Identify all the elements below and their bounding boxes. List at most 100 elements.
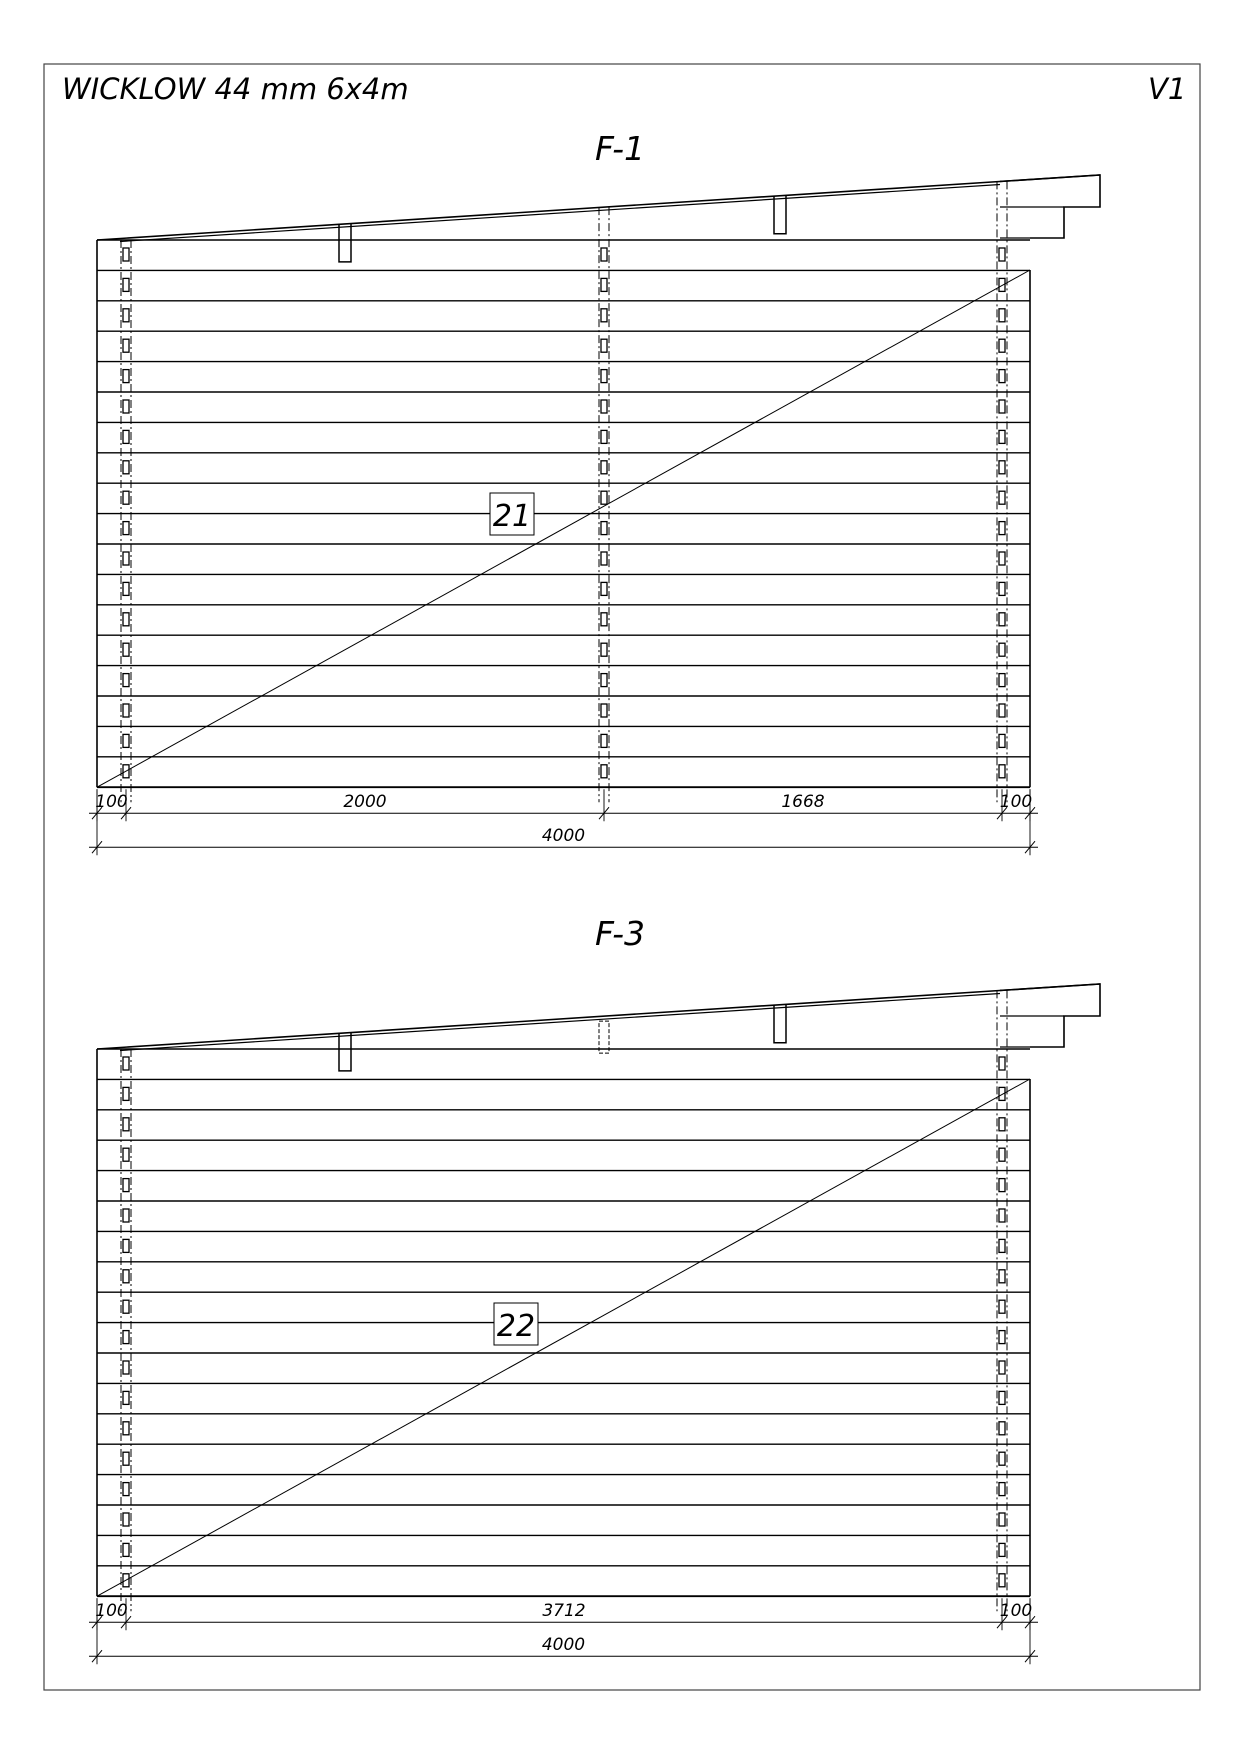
post-bracket: [998, 672, 1006, 688]
post-bracket: [998, 612, 1006, 627]
post-bracket: [600, 733, 608, 749]
post-bracket: [998, 308, 1006, 323]
post-bracket: [998, 247, 1006, 262]
post-bracket: [998, 581, 1006, 597]
post-bracket: [998, 1390, 1006, 1406]
post-bracket: [998, 1573, 1006, 1588]
dimension-total: 4000: [542, 826, 585, 846]
dimension-tick: [91, 1649, 103, 1663]
dimension-value: 100: [95, 792, 127, 812]
post-bracket: [998, 1208, 1006, 1223]
post-stub: [598, 1020, 610, 1054]
post-bracket: [600, 703, 608, 718]
sheet-title: WICKLOW 44 mm 6x4m: [62, 72, 409, 106]
elevation-heading: F-3: [595, 914, 645, 953]
post-bracket: [122, 1421, 130, 1436]
roof-edge-inner: [119, 183, 1001, 243]
post-bracket: [998, 1086, 1006, 1102]
elevation-f1: F-1 21 100 2000 1668 100 4000: [89, 129, 1101, 856]
elevation-f3: F-3 22 100 3712 100 4000: [89, 914, 1101, 1665]
dimension-value: 1668: [781, 792, 824, 812]
dimension-value: 100: [1000, 1601, 1032, 1621]
elevation-heading: F-1: [595, 129, 645, 168]
post-bracket: [998, 338, 1006, 353]
post-bracket: [600, 277, 608, 293]
dimension-tick: [91, 840, 103, 854]
dimension-value: 100: [1000, 792, 1032, 812]
post-bracket: [998, 1056, 1006, 1071]
post-bracket: [122, 1147, 130, 1162]
post-bracket: [600, 308, 608, 323]
post-bracket: [998, 1238, 1006, 1254]
diagonal-brace: [96, 1078, 1031, 1597]
post-bracket: [122, 672, 130, 688]
post-bracket: [998, 551, 1006, 566]
post-bracket: [998, 429, 1006, 445]
post-bracket: [998, 399, 1006, 414]
post-bracket: [122, 1177, 130, 1193]
dimension-tick: [996, 1615, 1008, 1629]
post-bracket: [600, 612, 608, 627]
post-bracket: [122, 551, 130, 566]
post-bracket: [998, 1117, 1006, 1132]
post-bracket: [122, 581, 130, 597]
post-bracket: [122, 1117, 130, 1132]
sheet-border: [43, 63, 1201, 1691]
post-bracket: [998, 703, 1006, 718]
post-bracket: [998, 1421, 1006, 1436]
post-bracket: [998, 460, 1006, 475]
part-number: 21: [493, 499, 531, 534]
post-bracket: [122, 1542, 130, 1558]
post-bracket: [998, 642, 1006, 657]
post-bracket: [122, 1238, 130, 1254]
post-bracket: [998, 490, 1006, 505]
post-bracket: [600, 520, 608, 536]
post-bracket: [122, 1390, 130, 1406]
post-bracket: [122, 277, 130, 293]
post-bracket: [998, 277, 1006, 293]
roof-fascia: [999, 983, 1101, 1048]
post-bracket: [998, 1147, 1006, 1162]
post-bracket: [998, 1360, 1006, 1375]
post-bracket: [122, 399, 130, 414]
post-bracket: [122, 429, 130, 445]
part-number: 22: [497, 1309, 535, 1344]
post-bracket: [122, 1056, 130, 1071]
post-bracket: [998, 1299, 1006, 1314]
dimension-tick: [120, 1615, 132, 1629]
purlin-notch: [338, 223, 352, 263]
post-bracket: [998, 1542, 1006, 1558]
post-bracket: [122, 642, 130, 657]
post-bracket: [122, 1269, 130, 1284]
sheet-version: V1: [1148, 72, 1186, 106]
dimension-value: 2000: [343, 792, 386, 812]
post-bracket: [122, 368, 130, 384]
dimension-value: 3712: [542, 1601, 585, 1621]
dimension-tick: [120, 806, 132, 820]
post-bracket: [122, 520, 130, 536]
post-bracket: [122, 338, 130, 353]
post-bracket: [122, 1086, 130, 1102]
post-bracket: [122, 1451, 130, 1466]
dimension-tick: [996, 806, 1008, 820]
part-tag-box: [493, 1302, 539, 1346]
dimension-tick: [1024, 1649, 1036, 1663]
post-bracket: [122, 1299, 130, 1314]
post-bracket: [600, 399, 608, 414]
dimension-value: 100: [95, 1601, 127, 1621]
post-bracket: [122, 733, 130, 749]
post-bracket: [600, 672, 608, 688]
roof-edge-top: [96, 983, 1101, 1050]
post-bracket: [122, 247, 130, 262]
post-bracket: [998, 520, 1006, 536]
post-bracket: [122, 308, 130, 323]
post-bracket: [600, 764, 608, 779]
dimension-total: 4000: [542, 1635, 585, 1655]
purlin-notch: [773, 1004, 787, 1044]
post-bracket: [998, 1481, 1006, 1497]
purlin-notch: [338, 1032, 352, 1072]
post-bracket: [998, 1269, 1006, 1284]
post-bracket: [998, 1451, 1006, 1466]
post-bracket: [600, 247, 608, 262]
post-bracket: [998, 368, 1006, 384]
